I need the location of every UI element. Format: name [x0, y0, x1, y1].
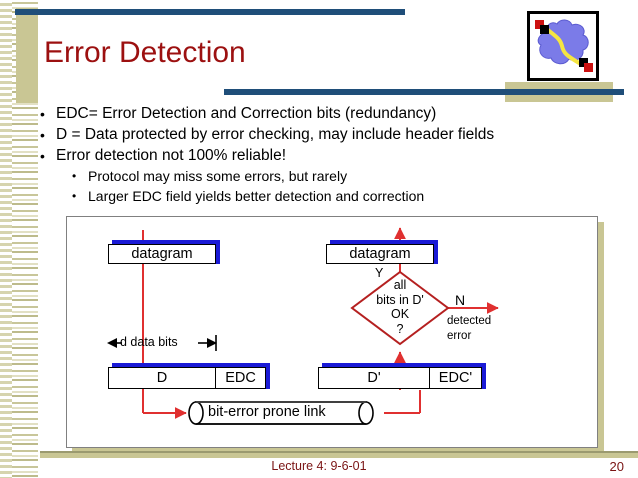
- top-accent-rule: [15, 9, 405, 15]
- receiver-datagram-box: datagram: [326, 244, 434, 264]
- sender-datagram-box-highlight-top: [112, 240, 220, 244]
- left-decorative-stripes-inner: [0, 0, 12, 478]
- decision-line-4: ?: [396, 321, 404, 336]
- left-tan-accent-bar: [16, 8, 38, 103]
- list-item-label: Larger EDC field yields better detection…: [88, 187, 425, 204]
- no-branch-label: N: [455, 292, 466, 308]
- list-item: • EDC= Error Detection and Correction bi…: [40, 104, 610, 124]
- receiver-edc-label: EDC': [438, 370, 473, 386]
- data-bits-label: d data bits: [120, 335, 178, 349]
- network-cloud-logo-art: [535, 19, 593, 72]
- page-title: Error Detection: [44, 36, 246, 69]
- sender-datagram-box-highlight-right: [216, 240, 220, 264]
- list-item-label: EDC= Error Detection and Correction bits…: [56, 105, 437, 122]
- sender-datagram-label: datagram: [131, 246, 193, 262]
- sender-data-field: D: [108, 367, 216, 389]
- detected-error-label-line1: detected: [447, 315, 492, 327]
- network-cloud-logo: [527, 11, 599, 81]
- bullet-marker-icon: •: [40, 148, 45, 164]
- receiver-datagram-box-highlight-top: [330, 240, 438, 244]
- bullet-marker-icon: •: [40, 106, 45, 122]
- sender-edc-field: EDC: [215, 367, 266, 389]
- bullet-marker-icon: •: [72, 188, 77, 203]
- list-item-label: Error detection not 100% reliable!: [56, 147, 287, 164]
- receiver-datagram-label: datagram: [349, 246, 411, 262]
- yes-branch-label: Y: [375, 266, 384, 280]
- receiver-data-label: D': [367, 370, 381, 386]
- sender-datagram-box: datagram: [108, 244, 216, 264]
- decision-line-1: all: [393, 278, 407, 292]
- footer-lecture-label: Lecture 4: 9-6-01: [271, 459, 367, 473]
- bullet-marker-icon: •: [40, 127, 45, 143]
- mid-accent-rule: [224, 89, 624, 95]
- sender-data-label: D: [156, 370, 168, 386]
- detected-error-label-line2: error: [447, 330, 472, 342]
- bullet-marker-icon: •: [72, 169, 77, 183]
- list-item: • Protocol may miss some errors, but rar…: [72, 167, 610, 187]
- bullet-list: • EDC= Error Detection and Correction bi…: [40, 104, 610, 206]
- receiver-data-field: D': [318, 367, 430, 389]
- footer-accent-band: [40, 451, 638, 458]
- decision-line-2: bits in D': [376, 292, 424, 307]
- receiver-datagram-box-highlight-right: [434, 240, 438, 264]
- decision-diamond-label: all bits in D' OK ?: [352, 278, 448, 336]
- list-item-label: D = Data protected by error checking, ma…: [56, 126, 495, 143]
- footer-page-number: 20: [609, 459, 624, 474]
- sender-frame-highlight-top: [112, 363, 270, 367]
- link-label: bit-error prone link: [208, 404, 326, 420]
- list-item: • Larger EDC field yields better detecti…: [72, 187, 610, 207]
- list-item: • Error detection not 100% reliable!: [40, 146, 610, 166]
- receiver-edc-field: EDC': [429, 367, 482, 389]
- decision-line-3: OK: [390, 307, 410, 321]
- footer-accent-line: [40, 451, 638, 453]
- list-item-label: Protocol may miss some errors, but rarel…: [88, 168, 348, 184]
- sender-frame-highlight-right: [266, 363, 270, 389]
- receiver-frame-highlight-right: [482, 363, 486, 389]
- sender-edc-label: EDC: [225, 370, 256, 386]
- list-item: • D = Data protected by error checking, …: [40, 125, 610, 145]
- receiver-frame-highlight-top: [322, 363, 486, 367]
